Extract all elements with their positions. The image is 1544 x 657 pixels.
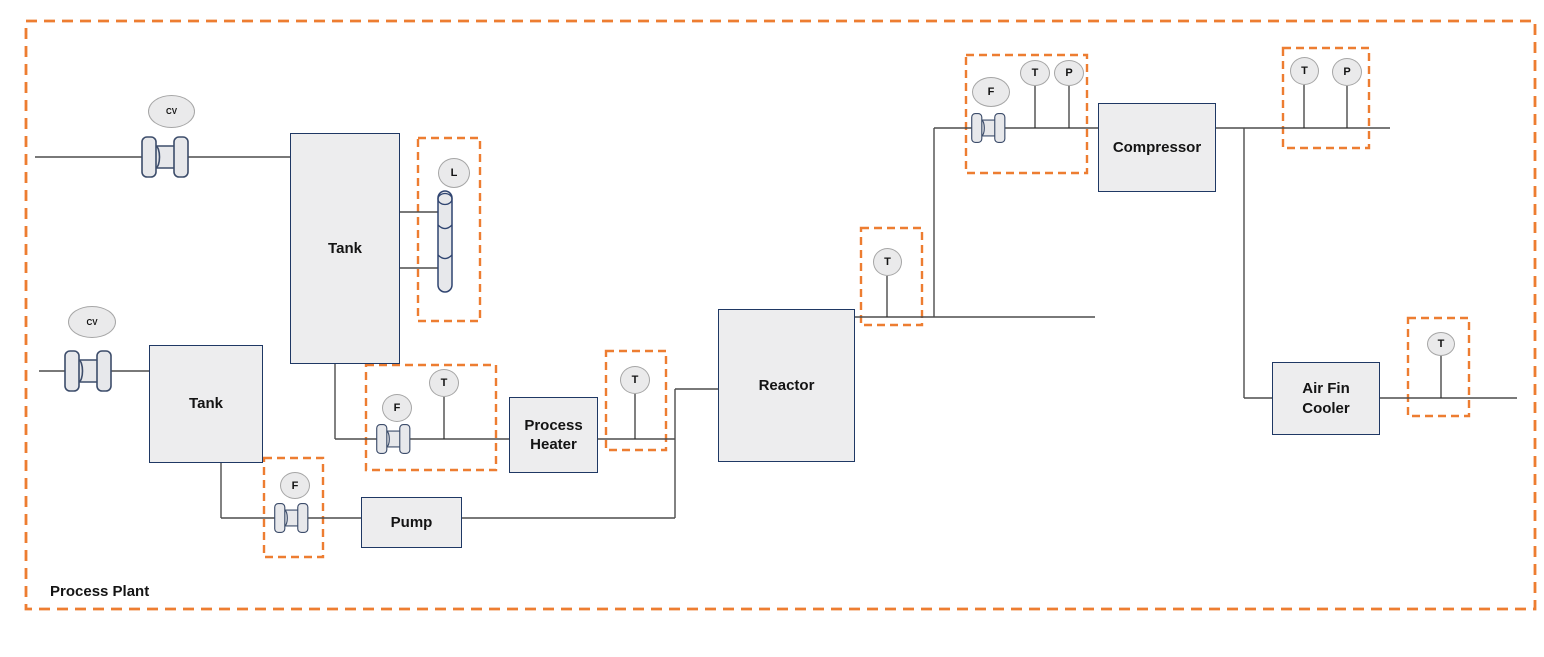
instrument-bubble-temp-compressor-suction[interactable]: T [1020, 60, 1050, 86]
equipment-label: Process Heater [524, 416, 583, 454]
instrument-bubble-temp-heater-outlet[interactable]: T [620, 366, 650, 394]
frame-pump-suction-f [262, 456, 325, 559]
instrument-tag: L [450, 167, 458, 179]
frame-reactor-outlet-t [859, 226, 924, 327]
control-valve-icon-feed-lower[interactable] [64, 350, 112, 392]
control-valve-icon-feed-upper[interactable] [141, 136, 189, 178]
equipment-label: Reactor [758, 376, 815, 394]
frame-cooler-outlet-t [1406, 316, 1471, 418]
frame-heater-inlet-ft [364, 363, 498, 472]
instrument-bubble-cv-feed-upper[interactable]: CV [148, 95, 195, 128]
instrument-tag: T [440, 377, 448, 389]
frame-level-tank [416, 136, 482, 323]
equipment-reactor[interactable]: Reactor [718, 309, 855, 462]
flow-meter-icon-pump-suction[interactable] [274, 503, 309, 533]
instrument-tag: F [291, 479, 299, 492]
instrument-tag: F [393, 402, 401, 414]
instrument-tag: T [1301, 65, 1308, 77]
equipment-label: Air Fin Cooler [1302, 380, 1350, 417]
flow-meter-icon-compressor-suction[interactable] [971, 113, 1006, 143]
instrument-tag: P [1065, 67, 1073, 79]
instrument-tag: T [884, 256, 891, 268]
instrument-bubble-temp-reactor-outlet[interactable]: T [873, 248, 902, 276]
frame-heater-outlet-t [604, 349, 668, 452]
equipment-air-fin-cooler[interactable]: Air Fin Cooler [1272, 362, 1380, 435]
instrument-tag: T [1437, 338, 1445, 350]
instrument-tag: T [631, 374, 639, 386]
instrument-bubble-temp-compressor-discharge[interactable]: T [1290, 57, 1319, 85]
equipment-pump[interactable]: Pump [361, 497, 462, 548]
instrument-bubble-flow-heater-inlet[interactable]: F [382, 394, 412, 422]
plant-boundary-title: Process Plant [50, 583, 150, 600]
frame-compressor-suction-ftp [964, 53, 1089, 175]
equipment-compressor[interactable]: Compressor [1098, 103, 1216, 192]
plant-boundary-frame [24, 19, 1537, 611]
instrument-bubble-temp-heater-inlet[interactable]: T [429, 369, 459, 397]
frame-compressor-discharge-tp [1281, 46, 1371, 150]
instrument-bubble-pressure-compressor-suction[interactable]: P [1054, 60, 1084, 86]
equipment-label: Tank [189, 395, 223, 413]
instrument-bubble-temp-cooler-outlet[interactable]: T [1427, 332, 1455, 356]
instrument-bubble-flow-pump-suction[interactable]: F [280, 472, 310, 499]
instrument-tag: T [1031, 67, 1039, 79]
equipment-label: Pump [390, 513, 433, 531]
equipment-tank-lower[interactable]: Tank [149, 345, 263, 463]
instrument-tag: CV [165, 107, 178, 116]
instrument-bubble-cv-feed-lower[interactable]: CV [68, 306, 116, 338]
equipment-label: Tank [328, 239, 362, 257]
equipment-process-heater[interactable]: Process Heater [509, 397, 598, 473]
equipment-label: Compressor [1112, 138, 1202, 156]
instrument-bubble-pressure-compressor-discharge[interactable]: P [1332, 58, 1362, 86]
level-gauge-icon[interactable] [437, 190, 453, 293]
instrument-tag: CV [86, 317, 98, 327]
instrument-tag: F [987, 86, 995, 98]
instrument-bubble-level-tank[interactable]: L [438, 158, 470, 188]
equipment-tank-upper[interactable]: Tank [290, 133, 400, 364]
instrument-bubble-flow-compressor-suction[interactable]: F [972, 77, 1010, 107]
instrument-tag: P [1343, 66, 1351, 78]
flow-meter-icon-heater-inlet[interactable] [376, 424, 411, 454]
